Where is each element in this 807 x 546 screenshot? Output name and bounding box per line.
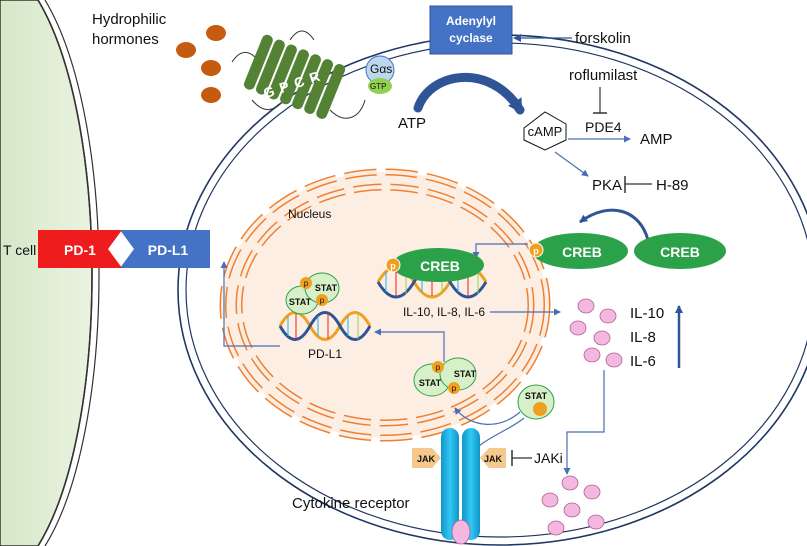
amp-label: AMP [640,131,673,148]
t-cell-label: T cell [3,242,36,258]
atp-label: ATP [398,115,426,132]
gpcr-receptor: GPCR [231,30,366,119]
jak-right [480,448,506,468]
pd1-protein-label: PD-1 [64,242,96,258]
pdl1-protein [120,230,210,268]
t-cell [0,0,100,546]
jak-left [412,448,441,468]
gtp-label: GTP [370,82,386,91]
hormones-label-line1: Hydrophilic [92,11,167,28]
il8-label: IL-8 [630,329,656,346]
atp-to-camp-arrow [413,72,525,115]
camp-to-pka-arrow [554,151,589,177]
creb-phosphorylation-arrow [579,208,650,241]
stat-dna-label-1: STAT [315,283,338,293]
stat-cyto-phospho-label-2: p [452,384,457,393]
h89-label: H-89 [656,177,689,194]
hormone-molecules [176,25,226,103]
creb-phospho-label: p [533,246,539,256]
jak-right-label: JAK [484,454,503,464]
camp-label: cAMP [528,124,563,139]
stat-dimer-on-dna [285,272,340,315]
stat-cyto-label-1: STAT [454,369,477,379]
hormones-label-line2: hormones [92,31,159,48]
stat-dna-label-2: STAT [289,297,312,307]
il10-label: IL-10 [630,305,664,322]
creb-phospho-dot [528,242,544,258]
roflumilast-label: roflumilast [569,67,638,84]
creb-dna-phospho-dot [385,257,401,273]
galpha-s-label: Gαs [370,62,392,76]
nucleus [219,168,551,442]
stat-cyto-label-2: STAT [419,378,442,388]
il6-label: IL-6 [630,353,656,370]
jaki-label: JAKi [534,450,563,466]
cytokine-receptor [441,428,480,545]
stat-dimerization-arrow [454,407,521,425]
pdl1-expression-arrow [220,261,280,347]
pd1-protein [38,230,122,268]
pka-label: PKA [592,177,622,194]
creb-free [634,233,726,269]
creb-phosphorylated [532,233,628,269]
camp-molecule [523,111,567,151]
stat-dimer-cytoplasm [413,357,477,397]
pdl1-gene-label: PD-L1 [308,347,342,361]
stat-dna-phospho-label-2: p [320,296,325,305]
pde4-label: PDE4 [585,119,622,135]
creb-on-dna-label: CREB [420,258,460,274]
nucleus-label: Nucleus [288,207,331,221]
stat-cyto-phospho-label-1: p [436,363,441,372]
cytokine-cluster-extracellular [541,475,605,536]
adenylyl-label-line2: cyclase [449,31,493,45]
creb-phosphorylated-label: CREB [562,244,602,260]
g-alpha-s [365,55,395,94]
stat-nuclear-arrow [374,328,445,362]
adenylyl-cyclase [429,5,513,55]
creb-nuclear-arrow [472,243,528,259]
stat-monomer-label: STAT [525,391,548,401]
jak-left-label: JAK [417,454,436,464]
stat-dna-phospho-label-1: p [304,279,309,288]
forskolin-label: forskolin [575,30,631,47]
cytokine-cluster-intracellular [569,298,623,368]
stat-monomer-phospho [533,402,547,416]
cytokine-receptor-label: Cytokine receptor [292,495,410,512]
creb-dna-phospho-label: p [390,261,396,271]
il-genes-label: IL-10, IL-8, IL-6 [403,305,485,319]
adenylyl-label-line1: Adenylyl [446,14,496,28]
cytokine-secretion-arrow [563,370,605,475]
creb-free-label: CREB [660,244,700,260]
creb-on-dna [392,248,484,282]
pdl1-protein-label: PD-L1 [148,242,189,258]
